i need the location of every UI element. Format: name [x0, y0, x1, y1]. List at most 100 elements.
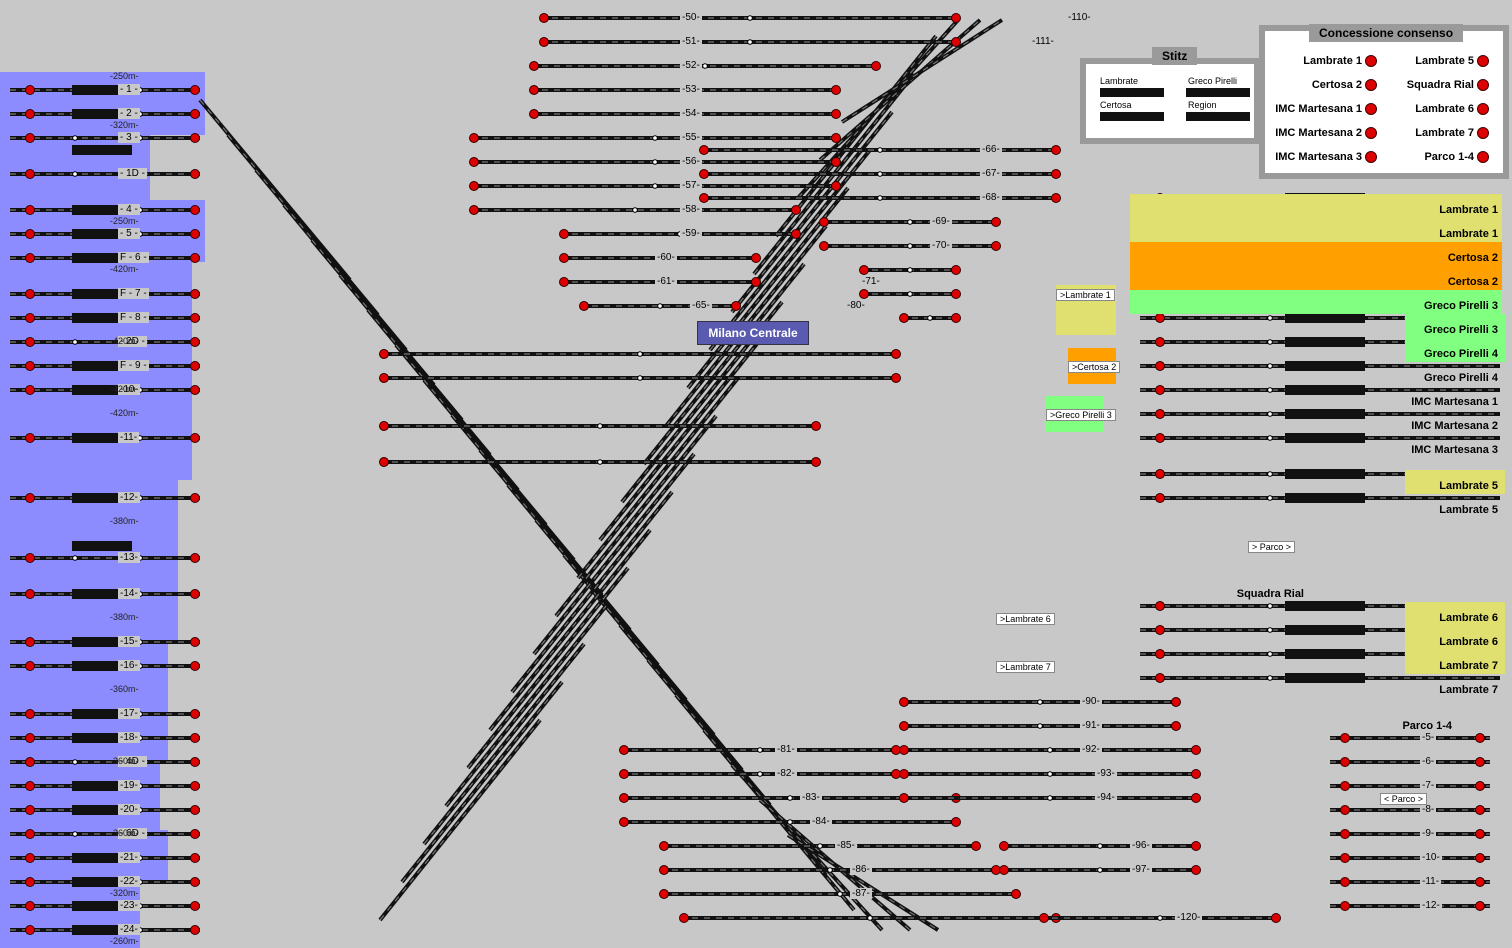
- signal-icon[interactable]: [190, 169, 200, 179]
- signal-icon[interactable]: [619, 793, 629, 803]
- signal-icon[interactable]: [999, 841, 1009, 851]
- cc-lambrate-7[interactable]: Lambrate 7: [1415, 127, 1489, 140]
- signal-icon[interactable]: [25, 205, 35, 215]
- signal-icon[interactable]: [1340, 877, 1350, 887]
- signal-icon[interactable]: [190, 877, 200, 887]
- signal-icon[interactable]: [579, 301, 589, 311]
- signal-icon[interactable]: [379, 421, 389, 431]
- signal-icon[interactable]: [951, 265, 961, 275]
- signal-icon[interactable]: [1155, 625, 1165, 635]
- signal-icon[interactable]: [1155, 361, 1165, 371]
- signal-icon[interactable]: [1475, 901, 1485, 911]
- signal-icon[interactable]: [25, 109, 35, 119]
- signal-icon[interactable]: [1191, 745, 1201, 755]
- signal-icon[interactable]: [871, 61, 881, 71]
- signal-icon[interactable]: [1039, 913, 1049, 923]
- signal-icon[interactable]: [539, 13, 549, 23]
- cc-lambrate-1[interactable]: Lambrate 1: [1303, 55, 1377, 68]
- signal-icon[interactable]: [699, 193, 709, 203]
- signal-icon[interactable]: [25, 313, 35, 323]
- signal-icon[interactable]: [1155, 385, 1165, 395]
- signal-icon[interactable]: [559, 253, 569, 263]
- signal-icon[interactable]: [751, 253, 761, 263]
- signal-icon[interactable]: [811, 421, 821, 431]
- signal-icon[interactable]: [25, 253, 35, 263]
- signal-icon[interactable]: [951, 313, 961, 323]
- signal-icon[interactable]: [1340, 781, 1350, 791]
- route-tag[interactable]: >Certosa 2: [1068, 361, 1121, 373]
- signal-icon[interactable]: [1051, 145, 1061, 155]
- signal-icon[interactable]: [1475, 733, 1485, 743]
- signal-icon[interactable]: [1011, 889, 1021, 899]
- signal-icon[interactable]: [1191, 865, 1201, 875]
- signal-icon[interactable]: [25, 553, 35, 563]
- route-tag[interactable]: < Parco >: [1380, 793, 1428, 805]
- signal-icon[interactable]: [1475, 757, 1485, 767]
- signal-icon[interactable]: [190, 205, 200, 215]
- signal-icon[interactable]: [190, 85, 200, 95]
- signal-icon[interactable]: [1340, 805, 1350, 815]
- signal-icon[interactable]: [25, 757, 35, 767]
- signal-icon[interactable]: [831, 109, 841, 119]
- signal-icon[interactable]: [25, 901, 35, 911]
- stitz-indicator[interactable]: [1186, 88, 1250, 97]
- stitz-indicator[interactable]: [1186, 112, 1250, 121]
- signal-icon[interactable]: [971, 841, 981, 851]
- signal-icon[interactable]: [25, 385, 35, 395]
- signal-icon[interactable]: [469, 181, 479, 191]
- signal-icon[interactable]: [679, 913, 689, 923]
- signal-icon[interactable]: [899, 745, 909, 755]
- signal-icon[interactable]: [831, 85, 841, 95]
- signal-icon[interactable]: [1475, 853, 1485, 863]
- signal-icon[interactable]: [190, 829, 200, 839]
- signal-icon[interactable]: [190, 589, 200, 599]
- signal-icon[interactable]: [190, 901, 200, 911]
- signal-icon[interactable]: [1340, 853, 1350, 863]
- signal-icon[interactable]: [751, 277, 761, 287]
- signal-icon[interactable]: [619, 817, 629, 827]
- cc-lambrate-6[interactable]: Lambrate 6: [1415, 103, 1489, 116]
- signal-icon[interactable]: [791, 205, 801, 215]
- signal-icon[interactable]: [469, 205, 479, 215]
- signal-icon[interactable]: [25, 829, 35, 839]
- signal-icon[interactable]: [619, 769, 629, 779]
- signal-icon[interactable]: [1340, 757, 1350, 767]
- signal-icon[interactable]: [25, 709, 35, 719]
- signal-icon[interactable]: [469, 133, 479, 143]
- signal-icon[interactable]: [190, 805, 200, 815]
- signal-icon[interactable]: [25, 133, 35, 143]
- signal-icon[interactable]: [1155, 313, 1165, 323]
- cc-lambrate-5[interactable]: Lambrate 5: [1415, 55, 1489, 68]
- signal-icon[interactable]: [1271, 913, 1281, 923]
- signal-icon[interactable]: [190, 253, 200, 263]
- signal-icon[interactable]: [190, 661, 200, 671]
- signal-icon[interactable]: [190, 337, 200, 347]
- signal-icon[interactable]: [190, 853, 200, 863]
- signal-icon[interactable]: [831, 157, 841, 167]
- route-tag[interactable]: > Parco >: [1248, 541, 1296, 553]
- signal-icon[interactable]: [859, 289, 869, 299]
- signal-icon[interactable]: [1155, 649, 1165, 659]
- signal-icon[interactable]: [1051, 193, 1061, 203]
- signal-icon[interactable]: [1475, 781, 1485, 791]
- signal-icon[interactable]: [819, 241, 829, 251]
- signal-icon[interactable]: [379, 373, 389, 383]
- signal-icon[interactable]: [1191, 793, 1201, 803]
- signal-icon[interactable]: [659, 889, 669, 899]
- signal-icon[interactable]: [999, 865, 1009, 875]
- signal-icon[interactable]: [899, 721, 909, 731]
- signal-icon[interactable]: [791, 229, 801, 239]
- cc-imc-martesana-1[interactable]: IMC Martesana 1: [1275, 103, 1377, 116]
- signal-icon[interactable]: [991, 217, 1001, 227]
- signal-icon[interactable]: [529, 109, 539, 119]
- signal-icon[interactable]: [25, 853, 35, 863]
- signal-icon[interactable]: [1475, 805, 1485, 815]
- signal-icon[interactable]: [1340, 733, 1350, 743]
- signal-icon[interactable]: [25, 637, 35, 647]
- route-tag[interactable]: >Lambrate 6: [996, 613, 1055, 625]
- signal-icon[interactable]: [190, 109, 200, 119]
- signal-icon[interactable]: [25, 85, 35, 95]
- signal-icon[interactable]: [619, 745, 629, 755]
- signal-icon[interactable]: [699, 169, 709, 179]
- signal-icon[interactable]: [891, 373, 901, 383]
